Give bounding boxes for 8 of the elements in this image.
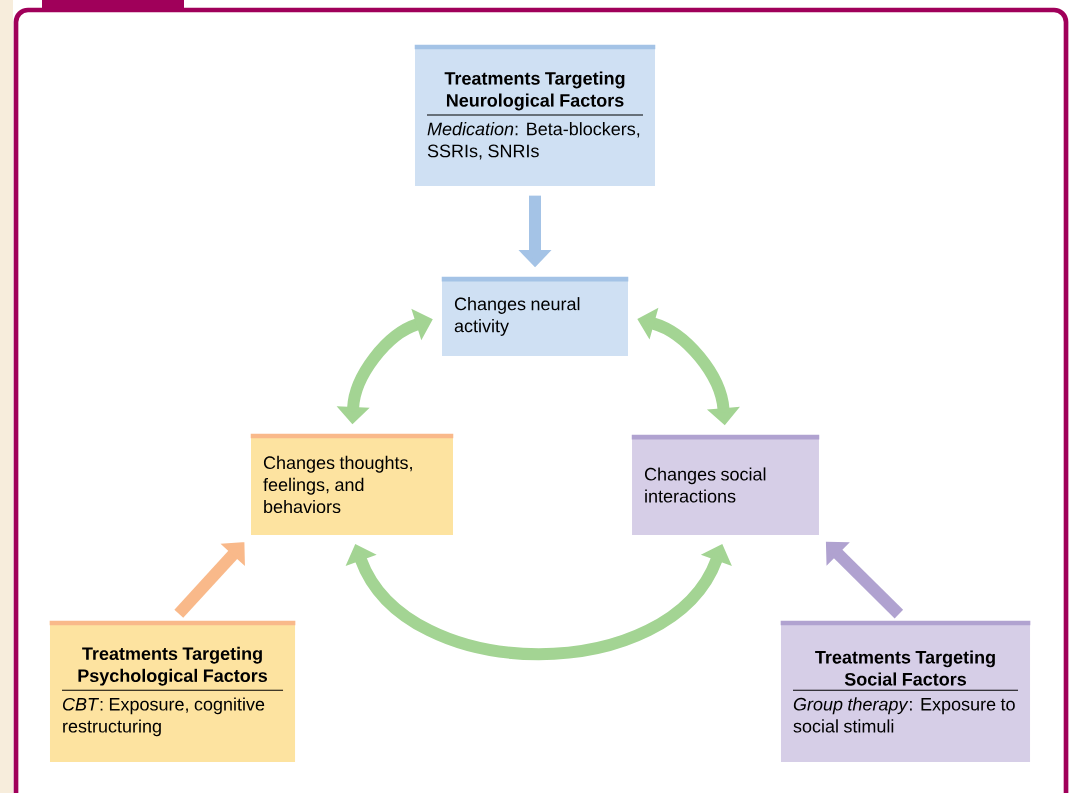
treatment-box: Treatments Targeting Psychological Factors CBT: Exposure, cognitive restructuring [49, 620, 296, 763]
arrow [825, 541, 904, 619]
change-box: Changes thoughts, feelings, and behaviors [250, 433, 454, 535]
treatment-box: Treatments Targeting Social Factors Group therapy: Exposure to social stimuli [780, 620, 1031, 763]
arrow [174, 542, 245, 618]
treatment-box: Treatments Targeting Neurological Factors Medication: Beta-blockers, SSRIs, SNRIs [414, 44, 656, 187]
change-box: Changes neural activity [441, 276, 629, 356]
change-box: Changes social interactions [631, 434, 820, 535]
